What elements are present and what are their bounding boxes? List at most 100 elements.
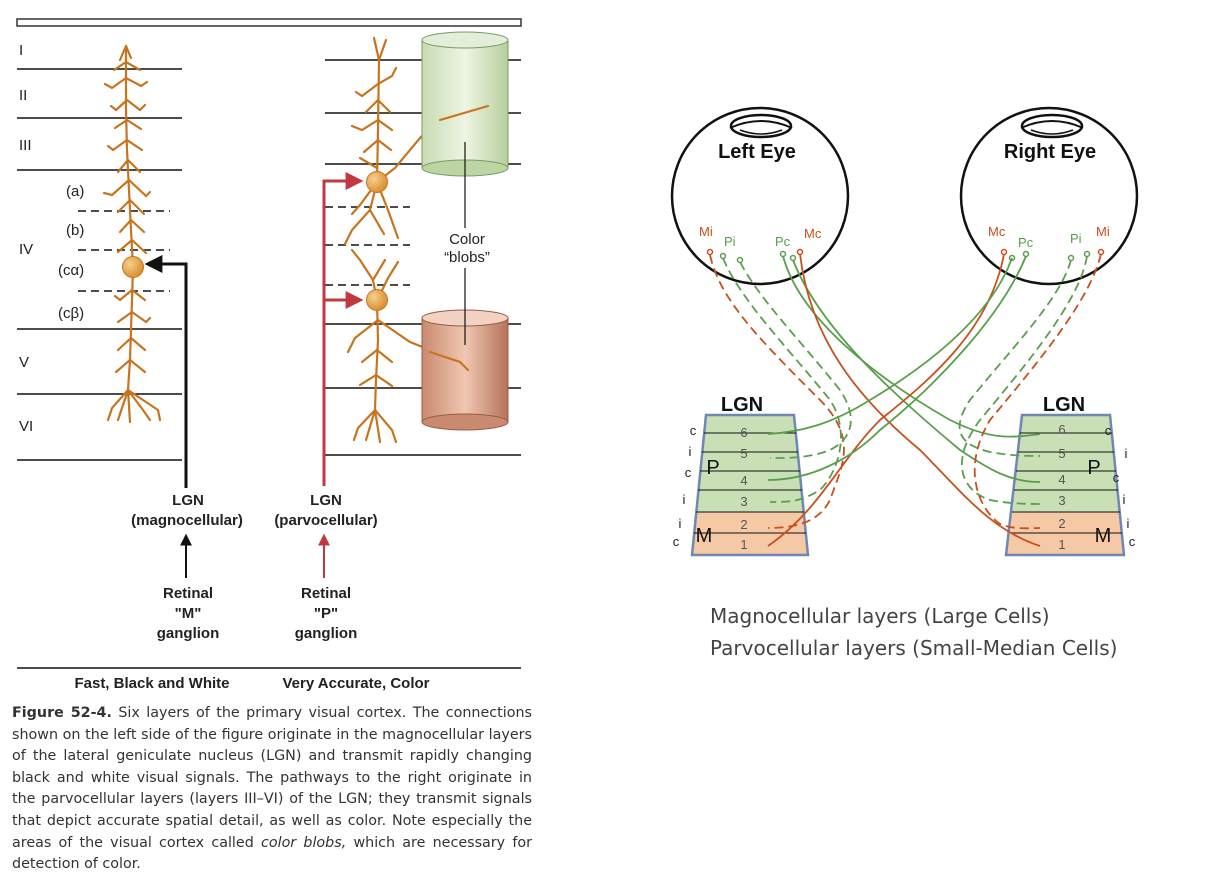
top-border-bar <box>16 18 522 27</box>
magno-input-pathway <box>144 255 188 488</box>
layers-legend: Magnocellular layers (Large Cells) Parvo… <box>710 600 1117 664</box>
cell-label-mc: Mc <box>988 224 1006 239</box>
caption-figure-number: Figure 52-4. <box>12 705 112 721</box>
layer-label: I <box>19 42 23 59</box>
cell-label-mc: Mc <box>804 226 822 241</box>
legend-magno: Magnocellular layers (Large Cells) <box>710 604 1050 628</box>
lgn-right-title: LGN <box>1043 394 1085 416</box>
lgn-right-p-label: P <box>1087 457 1100 479</box>
svg-text:2: 2 <box>740 517 747 532</box>
svg-text:ganglion: ganglion <box>295 625 358 642</box>
left-eye-label: Left Eye <box>718 141 796 163</box>
magno-neuron <box>102 44 162 424</box>
sublayer-dashes-left <box>78 210 170 292</box>
svg-text:1: 1 <box>740 537 747 552</box>
blob-dendrites <box>428 104 490 372</box>
svg-text:5: 5 <box>1058 446 1065 461</box>
svg-text:i: i <box>679 516 682 531</box>
svg-text:4: 4 <box>1058 472 1065 487</box>
svg-text:c: c <box>673 534 680 549</box>
left-eye-pathways <box>709 253 1041 547</box>
parvo-neuron <box>343 36 490 444</box>
svg-text:(parvocellular): (parvocellular) <box>274 512 377 529</box>
sublayer-label: (b) <box>66 222 84 239</box>
sublayer-label: (a) <box>66 183 84 200</box>
cell-label-pi: Pi <box>1070 231 1082 246</box>
cell-label-pc: Pc <box>775 234 791 249</box>
bottom-right-label: Very Accurate, Color <box>282 675 429 692</box>
layer-labels: I II III IV V VI <box>19 42 33 435</box>
caption-italic: color blobs, <box>260 834 347 851</box>
svg-text:6: 6 <box>1058 422 1065 437</box>
svg-text:"M": "M" <box>175 605 202 622</box>
layer-label: II <box>19 87 27 104</box>
svg-text:c: c <box>1129 534 1136 549</box>
svg-text:i: i <box>689 444 692 459</box>
lgn-left-p-label: P <box>706 457 719 479</box>
eye-cell-dots <box>706 248 1105 264</box>
lgn-right-side-letters: c i c i i c <box>1105 423 1136 549</box>
magno-soma <box>122 256 144 278</box>
svg-text:4: 4 <box>740 473 747 488</box>
lgn-left-layer-numbers: 6 5 4 3 2 1 <box>740 425 747 552</box>
legend-parvo: Parvocellular layers (Small-Median Cells… <box>710 636 1118 660</box>
svg-text:i: i <box>1127 516 1130 531</box>
right-eye-pathways <box>767 253 1102 547</box>
retinal-p-label: Retinal "P" ganglion <box>295 585 358 642</box>
lgn-left <box>690 413 810 557</box>
svg-text:“blobs”: “blobs” <box>444 249 490 266</box>
svg-text:c: c <box>1113 470 1120 485</box>
svg-text:i: i <box>683 492 686 507</box>
layer-label: IV <box>19 241 33 258</box>
cell-label-mi: Mi <box>1096 224 1110 239</box>
layer-lines-left <box>17 68 182 461</box>
retinal-m-label: Retinal "M" ganglion <box>157 585 220 642</box>
bottom-left-label: Fast, Black and White <box>74 675 229 692</box>
visual-pathway-figure: Left Eye Right Eye Mi Pi Pc Mc Mc Pc Pi … <box>670 106 1139 557</box>
sublayer-dashes-right <box>325 206 410 286</box>
layer-label: VI <box>19 418 33 435</box>
svg-text:5: 5 <box>740 446 747 461</box>
svg-text:c: c <box>690 423 697 438</box>
svg-text:i: i <box>1123 492 1126 507</box>
parvo-soma-upper <box>366 171 388 193</box>
lgn-right-layer-numbers: 6 5 4 3 2 1 <box>1058 422 1065 552</box>
lgn-right-m-label: M <box>1095 525 1112 547</box>
svg-text:2: 2 <box>1058 516 1065 531</box>
layer-label: III <box>19 137 32 154</box>
cell-label-mi: Mi <box>699 224 713 239</box>
parvo-input-pathway <box>322 172 364 486</box>
svg-text:6: 6 <box>740 425 747 440</box>
right-eye-cells: Mc Pc Pi Mi <box>988 224 1110 250</box>
left-eye-cells: Mi Pi Pc Mc <box>699 224 822 249</box>
sublayer-labels: (a) (b) (cα) (cβ) <box>58 183 84 322</box>
svg-text:Color: Color <box>449 231 485 248</box>
lgn-magno-label: LGN (magnocellular) <box>131 492 243 529</box>
lgn-right <box>1004 413 1126 557</box>
lgn-left-m-label: M <box>696 525 713 547</box>
svg-text:Retinal: Retinal <box>301 585 351 602</box>
right-eye <box>959 106 1139 286</box>
svg-text:3: 3 <box>740 494 747 509</box>
lgn-left-side-letters: c i c i i c <box>673 423 697 549</box>
sublayer-label: (cβ) <box>58 305 84 322</box>
svg-text:i: i <box>1125 446 1128 461</box>
svg-text:c: c <box>685 465 692 480</box>
cell-label-pi: Pi <box>724 234 736 249</box>
cell-label-pc: Pc <box>1018 235 1034 250</box>
svg-text:ganglion: ganglion <box>157 625 220 642</box>
layer-label: V <box>19 354 29 371</box>
blob-label: Color “blobs” <box>444 231 490 266</box>
svg-text:LGN: LGN <box>172 492 204 509</box>
sublayer-label: (cα) <box>58 262 84 279</box>
lgn-left-title: LGN <box>721 394 763 416</box>
left-eye <box>670 106 850 286</box>
caption-text-end: which are necessary for detection of col… <box>12 834 532 873</box>
lgn-parvo-label: LGN (parvocellular) <box>274 492 377 529</box>
svg-text:1: 1 <box>1058 537 1065 552</box>
svg-text:LGN: LGN <box>310 492 342 509</box>
caption-text: Six layers of the primary visual cortex.… <box>12 705 532 851</box>
cortex-layers-figure: I II III IV V VI (a) (b) (cα) (cβ) <box>16 18 522 692</box>
svg-text:c: c <box>1105 423 1112 438</box>
